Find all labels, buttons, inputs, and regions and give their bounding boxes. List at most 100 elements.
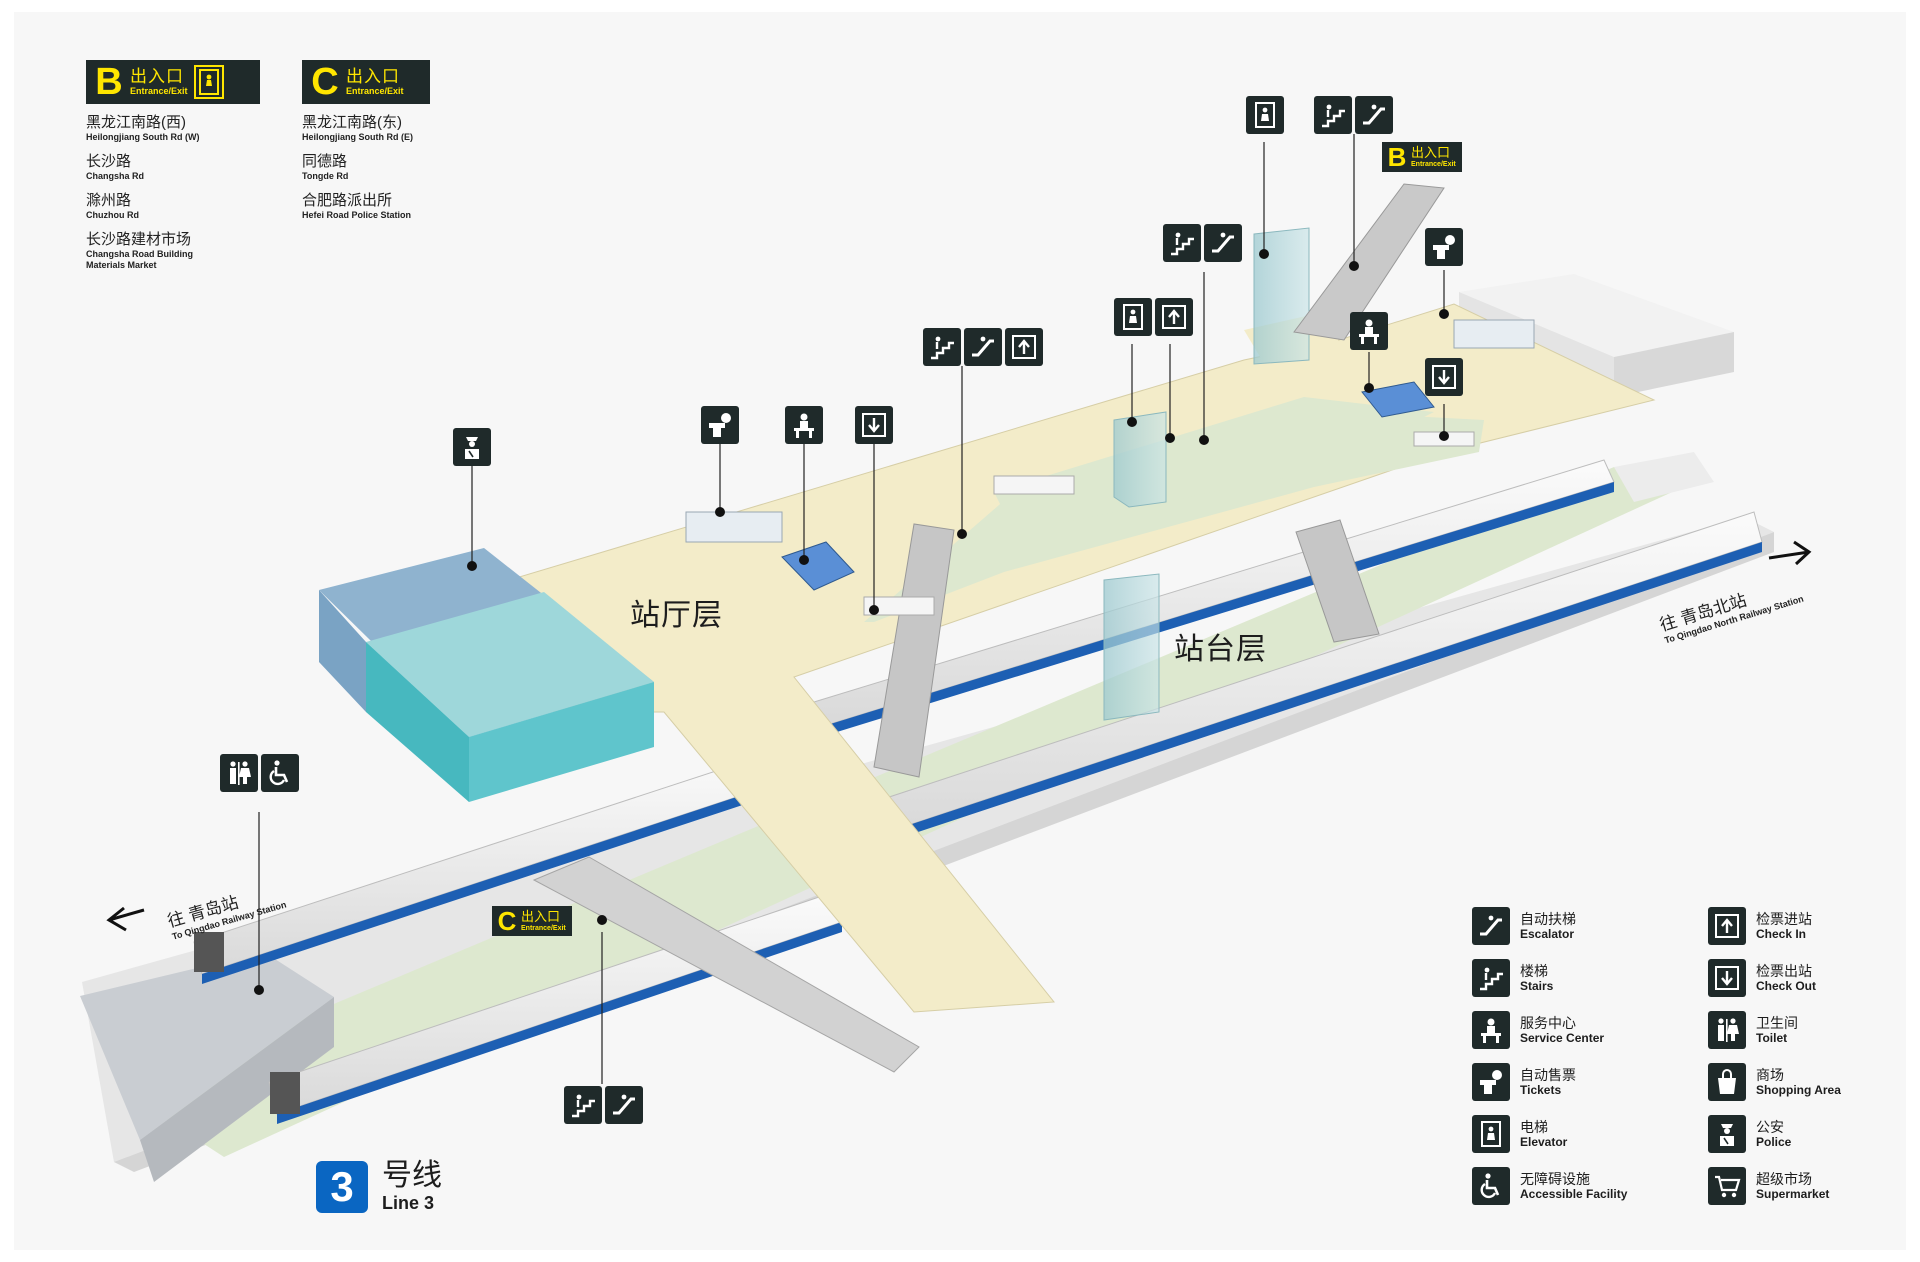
elevator-shaft-exit-b — [1253, 227, 1310, 365]
platform-floor-label: 站台层 — [1174, 633, 1267, 666]
concourse-floor-label: 站厅层 — [630, 599, 723, 632]
check-in-icon — [1005, 328, 1043, 366]
escalator-icon — [1355, 96, 1393, 134]
elevator-shaft-center — [1113, 411, 1167, 508]
concourse-right-block-side — [1614, 332, 1734, 397]
exit-letter: C — [311, 61, 339, 103]
elevator-icon — [193, 65, 224, 99]
service-center-right — [1361, 381, 1435, 418]
line-label-cn: 号线 — [382, 1159, 442, 1192]
check-in-icon — [1708, 907, 1746, 945]
elevator-icon — [1114, 298, 1152, 336]
legend-cn: 商场 — [1756, 1067, 1784, 1083]
destination-en: Heilongjiang South Rd (W) — [86, 132, 200, 142]
exit-label-cn: 出入口 — [521, 908, 561, 924]
legend-en: Accessible Facility — [1520, 1187, 1628, 1201]
map-exit-b-badge: B 出入口 Entrance/Exit — [1382, 142, 1462, 172]
legend-cn: 检票进站 — [1756, 911, 1812, 927]
line-number: 3 — [316, 1161, 368, 1213]
station-3d-scene — [80, 134, 1812, 1182]
escalator-platform-right — [1295, 519, 1380, 643]
destination-cn: 合肥路派出所 — [302, 192, 393, 209]
exit-label-en: Entrance/Exit — [1411, 160, 1456, 168]
platform-end-block — [80, 952, 334, 1140]
elevator-icon — [1472, 1115, 1510, 1153]
accessible-icon — [261, 754, 299, 792]
destination-item: 滁州路 Chuzhou Rd — [86, 192, 260, 221]
gates-check-in-center — [993, 475, 1075, 495]
elevator-icon — [1246, 96, 1284, 134]
stairs-icon — [1314, 96, 1352, 134]
legend-en: Escalator — [1520, 927, 1575, 941]
destination-cn: 黑龙江南路(西) — [86, 114, 186, 131]
service-center-icon — [1472, 1011, 1510, 1049]
legend-cn: 服务中心 — [1520, 1015, 1576, 1031]
tickets-icon — [1472, 1063, 1510, 1101]
exit-label-en: Entrance/Exit — [521, 924, 566, 932]
platform-right-block — [1614, 452, 1714, 502]
map-exit-c-badge: C 出入口 Entrance/Exit — [492, 906, 572, 936]
legend-en: Check In — [1756, 927, 1807, 941]
line-label-en: Line 3 — [382, 1193, 435, 1213]
line-badge: 3 号线 Line 3 — [316, 1160, 442, 1214]
ticket-machines-right — [1453, 319, 1535, 349]
station-map-canvas: B 出入口 Entrance/Exit 黑龙江南路(西) Heilongjian… — [14, 12, 1906, 1250]
shopping-block — [319, 548, 654, 802]
stairs-icon — [1472, 959, 1510, 997]
exit-b-info: B 出入口 Entrance/Exit 黑龙江南路(西) Heilongjian… — [86, 60, 260, 271]
legend-en: Supermarket — [1756, 1187, 1830, 1201]
destination-cn: 滁州路 — [86, 192, 132, 209]
destination-cn: 长沙路 — [86, 153, 132, 170]
exit-letter: B — [1387, 142, 1407, 172]
destination-cn: 黑龙江南路(东) — [302, 114, 402, 131]
legend-en: Service Center — [1520, 1031, 1605, 1045]
legend-en: Tickets — [1520, 1083, 1562, 1097]
exit-b-badge: B 出入口 Entrance/Exit — [86, 60, 260, 104]
exit-c-badge: C 出入口 Entrance/Exit — [302, 60, 430, 104]
legend-cn: 无障碍设施 — [1520, 1171, 1590, 1187]
exit-label-en: Entrance/Exit — [130, 86, 188, 96]
service-center-icon — [785, 406, 823, 444]
train-front-upper — [193, 751, 783, 984]
legend-en: Stairs — [1520, 979, 1554, 993]
escalator-icon — [1472, 907, 1510, 945]
elevator-shaft-platform — [1103, 573, 1160, 721]
ticket-machines-left — [685, 511, 783, 543]
toilet-icon — [1708, 1011, 1746, 1049]
exit-label-cn: 出入口 — [130, 67, 184, 86]
tickets-icon — [701, 406, 739, 444]
legend-cn: 卫生间 — [1756, 1015, 1798, 1031]
shopping-icon — [1708, 1063, 1746, 1101]
legend-en: Shopping Area — [1756, 1083, 1841, 1097]
concourse-right-block-top — [1459, 274, 1734, 357]
destination-item: 黑龙江南路(东) Heilongjiang South Rd (E) — [302, 114, 430, 143]
legend-cn: 检票出站 — [1756, 963, 1812, 979]
legend-en: Toilet — [1756, 1031, 1788, 1045]
callout-lines — [258, 134, 1445, 1084]
destination-item: 黑龙江南路(西) Heilongjiang South Rd (W) — [86, 114, 260, 143]
destination-en: Chuzhou Rd — [86, 210, 139, 220]
destination-item: 长沙路建材市场 Changsha Road Building Materials… — [86, 231, 226, 271]
exit-label-cn: 出入口 — [346, 67, 400, 86]
escalator-icon — [605, 1086, 643, 1124]
concourse-paid-area-2 — [994, 397, 1434, 532]
destination-cn: 长沙路建材市场 — [86, 231, 192, 248]
platform-end-block-side — [140, 997, 334, 1182]
legend-en: Check Out — [1756, 979, 1817, 993]
supermarket-icon — [1708, 1167, 1746, 1205]
service-center-icon — [1350, 312, 1388, 350]
gates-check-out-left — [863, 596, 935, 616]
destination-en: Changsha Rd — [86, 171, 145, 181]
check-out-icon — [855, 406, 893, 444]
destination-cn: 同德路 — [302, 153, 348, 170]
